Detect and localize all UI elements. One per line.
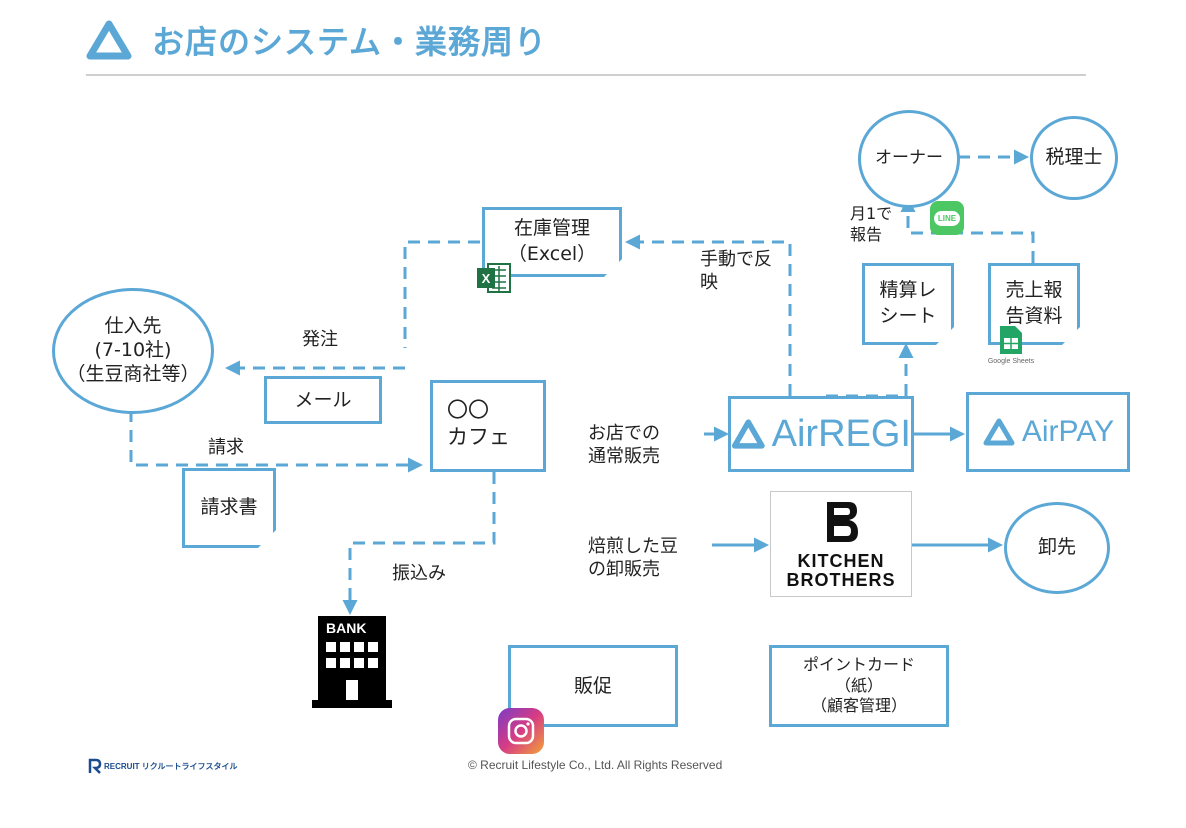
invoice-document: 請求書 xyxy=(182,468,276,548)
recruit-logo-text: RECRUIT リクルートライフスタイル xyxy=(104,761,238,771)
settlement-label: 精算レ シート xyxy=(879,279,937,327)
owner-node: オーナー xyxy=(858,110,960,208)
store-sales-label: お店での 通常販売 xyxy=(588,423,660,468)
supplier-node: 仕入先 (7-10社) （生豆商社等） xyxy=(52,288,214,414)
billing-arrow xyxy=(129,410,423,473)
kitchen-brothers-logo: KITCHEN BROTHERS xyxy=(770,491,912,597)
report-arrow xyxy=(900,197,1035,263)
instagram-icon xyxy=(498,708,544,754)
recruit-mark-icon xyxy=(88,758,102,774)
google-sheets-icon: Google Sheets xyxy=(986,326,1036,370)
settlement-document: 精算レ シート xyxy=(862,263,954,345)
page-header: お店のシステム・業務周り xyxy=(86,16,547,64)
tax-accountant-node: 税理士 xyxy=(1030,116,1118,200)
billing-label: 請求 xyxy=(208,437,244,458)
copyright-text: © Recruit Lifestyle Co., Ltd. All Rights… xyxy=(468,758,723,772)
roasted-label: 焙煎した豆 の卸販売 xyxy=(588,536,678,581)
excel-icon: X xyxy=(477,263,511,293)
bank-label: BANK xyxy=(326,620,367,636)
transfer-arrow xyxy=(342,472,496,615)
wholesale-node: 卸先 xyxy=(1004,502,1110,594)
sales-report-document: 売上報 告資料 xyxy=(988,263,1080,345)
invoice-label: 請求書 xyxy=(200,496,258,519)
inventory-label: 在庫管理 （Excel） xyxy=(507,217,597,265)
order-label: 発注 xyxy=(302,329,338,350)
sales-report-label: 売上報 告資料 xyxy=(1005,279,1063,327)
airpay-text: AirPAY xyxy=(1021,415,1115,448)
kitchen-brothers-text: KITCHEN BROTHERS xyxy=(786,551,896,590)
order-connector xyxy=(403,240,480,348)
manual-arrow xyxy=(625,234,792,396)
line-label: LINE xyxy=(933,210,961,226)
airregi-text: AirREGI xyxy=(771,412,911,455)
recruit-logo: RECRUIT リクルートライフスタイル xyxy=(88,758,238,774)
airregi-logo: AirREGI xyxy=(728,396,914,472)
air-triangle-icon xyxy=(731,419,765,449)
title-divider xyxy=(86,74,1086,76)
airmate-logo-icon xyxy=(86,20,132,60)
line-app-icon: LINE xyxy=(930,201,964,235)
transfer-label: 振込み xyxy=(392,563,446,584)
page-title: お店のシステム・業務周り xyxy=(152,23,548,61)
mail-box: メール xyxy=(264,376,382,424)
cafe-node: 〇〇 カフェ xyxy=(430,380,546,472)
kitchen-brothers-b-icon xyxy=(827,502,858,543)
bank-building-icon: BANK xyxy=(312,612,392,708)
google-sheets-label: Google Sheets xyxy=(987,358,1035,365)
monthly-label: 月1で 報告 xyxy=(850,204,893,244)
air-triangle-icon xyxy=(983,418,1015,446)
point-card-box: ポイントカード （紙） （顧客管理） xyxy=(769,645,949,727)
airpay-logo: AirPAY xyxy=(966,392,1130,472)
manual-label: 手動で反 映 xyxy=(700,249,772,294)
svg-text:X: X xyxy=(482,271,491,286)
settlement-link xyxy=(826,343,914,398)
